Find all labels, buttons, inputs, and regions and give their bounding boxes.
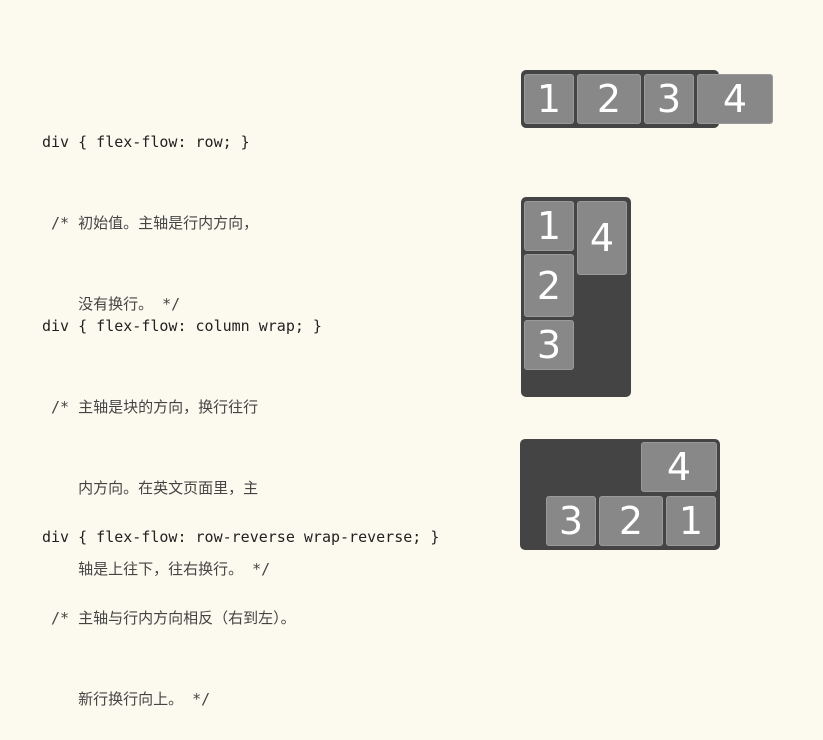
flex-item-4: 4 <box>697 74 773 124</box>
flex-item-3: 3 <box>546 496 596 546</box>
comment-line: 内方向。在英文页面里，主 <box>42 479 259 497</box>
comment-line: /* 主轴是块的方向，换行往行 <box>42 398 259 416</box>
code-block-row-reverse-wrap-reverse: div { flex-flow: row-reverse wrap-revers… <box>42 470 439 740</box>
flex-item-3: 3 <box>524 320 574 370</box>
flex-item-2: 2 <box>577 74 641 124</box>
flex-item-1: 1 <box>524 74 574 124</box>
comment-line: /* 初始值。主轴是行内方向， <box>42 214 259 232</box>
comment-line: 没有换行。 */ <box>42 295 181 313</box>
flex-item-2: 2 <box>524 254 574 317</box>
code-line: div { flex-flow: column wrap; } <box>42 317 322 335</box>
flex-item-4: 4 <box>577 201 627 275</box>
flex-item-1: 1 <box>524 201 574 251</box>
code-line: div { flex-flow: row-reverse wrap-revers… <box>42 528 440 546</box>
code-block-row: div { flex-flow: row; } /* 初始值。主轴是行内方向， … <box>42 75 258 345</box>
code-block-column-wrap: div { flex-flow: column wrap; } /* 主轴是块的… <box>42 259 322 610</box>
flex-item-2: 2 <box>599 496 663 546</box>
comment-line: 轴是上往下，往右换行。 */ <box>42 560 271 578</box>
comment-line: /* 主轴与行内方向相反（右到左）。 <box>42 609 296 627</box>
flex-item-3: 3 <box>644 74 694 124</box>
flex-item-4: 4 <box>641 442 717 492</box>
comment-line: 新行换行向上。 */ <box>42 690 211 708</box>
code-line: div { flex-flow: row; } <box>42 133 250 151</box>
flex-item-1: 1 <box>666 496 716 546</box>
